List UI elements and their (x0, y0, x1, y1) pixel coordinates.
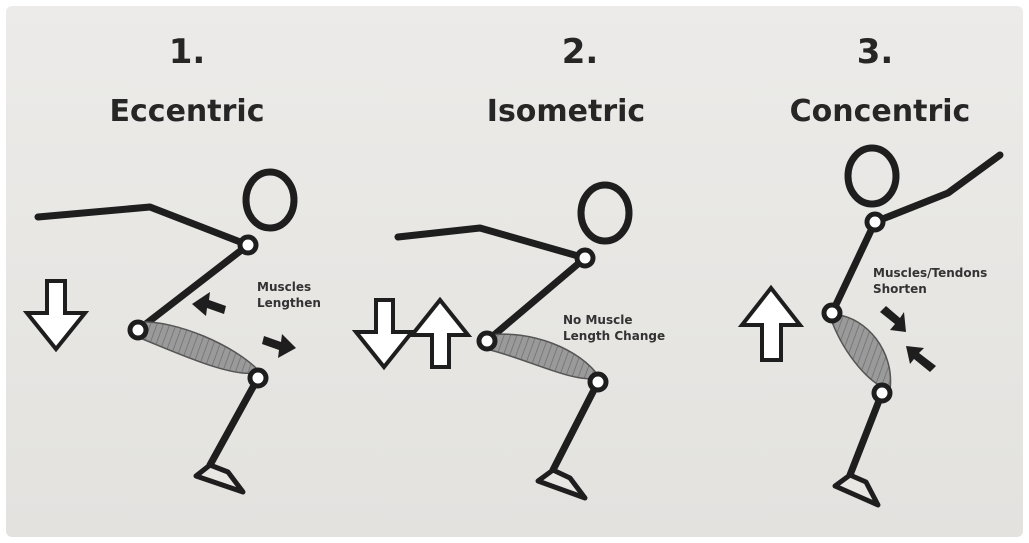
eccentric-note-line: Muscles (257, 280, 312, 294)
concentric-hip-joint (821, 302, 843, 324)
isometric-title: Isometric (486, 94, 646, 129)
concentric-arm (871, 151, 1004, 226)
concentric-neck-joint (864, 211, 886, 233)
isometric-down-arrow-icon (351, 298, 417, 371)
eccentric-figure (34, 168, 298, 495)
isometric-note-line: Length Change (563, 329, 666, 343)
isometric-hip-joint (476, 330, 498, 352)
eccentric-head (242, 168, 298, 232)
isometric-torso (483, 254, 589, 345)
eccentric-thigh-muscle (139, 321, 261, 375)
eccentric-foot (193, 462, 246, 495)
concentric-foot (832, 472, 881, 508)
isometric-figure (394, 181, 633, 501)
isometric-head (577, 181, 633, 245)
concentric-torso (828, 218, 879, 317)
concentric-thigh-muscle (831, 314, 892, 391)
eccentric-title: Eccentric (109, 94, 265, 129)
eccentric-shoulder-joint (237, 234, 259, 256)
eccentric-knee-joint (247, 367, 269, 389)
concentric-note-line: Shorten (873, 282, 927, 296)
isometric-foot (535, 467, 588, 501)
isometric-note: No Muscle Length Change (563, 312, 665, 344)
isometric-up-arrow-icon (407, 296, 473, 369)
concentric-up-arrow-icon (737, 284, 805, 362)
isometric-shoulder-joint (574, 247, 596, 269)
lengthen-arrows-icon (192, 292, 296, 358)
isometric-number: 2. (561, 32, 599, 72)
eccentric-down-arrow-icon (22, 279, 90, 353)
isometric-knee-joint (587, 371, 609, 393)
eccentric-note-line: Lengthen (257, 296, 321, 310)
eccentric-note: Muscles Lengthen (257, 279, 321, 311)
isometric-arm (394, 224, 589, 262)
concentric-number: 3. (856, 32, 894, 72)
concentric-head (844, 144, 900, 208)
concentric-note: Muscles/Tendons Shorten (873, 265, 987, 297)
eccentric-shin (206, 374, 262, 469)
eccentric-torso (134, 241, 252, 334)
concentric-figure (821, 144, 1004, 508)
shorten-arrows-icon (880, 306, 936, 372)
isometric-note-line: No Muscle (563, 313, 633, 327)
concentric-title: Concentric (789, 94, 971, 129)
isometric-shin (549, 378, 602, 474)
eccentric-hip-joint (127, 319, 149, 341)
eccentric-arm (34, 203, 252, 249)
concentric-note-line: Muscles/Tendons (873, 266, 988, 280)
eccentric-number: 1. (168, 32, 206, 72)
concentric-knee-joint (871, 382, 893, 404)
concentric-shin (846, 389, 886, 479)
